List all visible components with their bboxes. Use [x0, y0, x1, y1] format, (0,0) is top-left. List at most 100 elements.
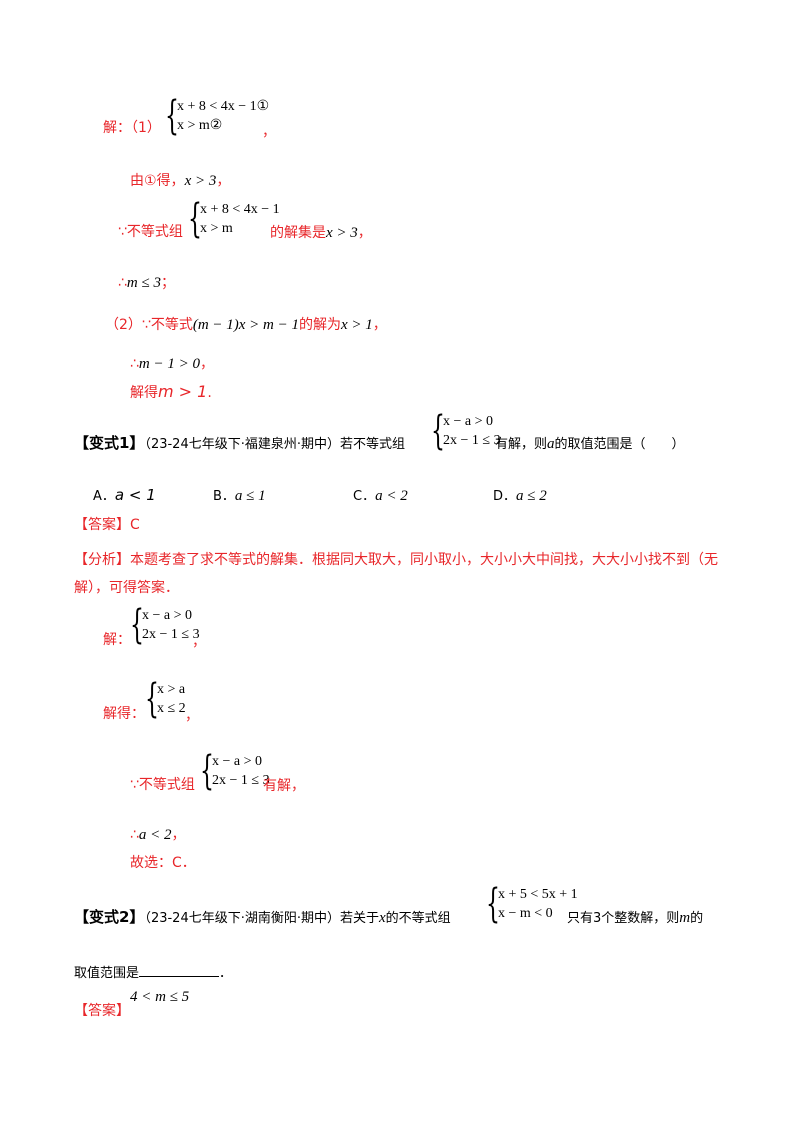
step-text: ； [161, 275, 175, 291]
step-math: m > 1 [158, 382, 208, 401]
variant-1-question-tail: 有解，则a的取值范围是（ ） [495, 433, 685, 455]
answer-blank[interactable] [139, 962, 220, 977]
solution-label: 解：（1） [103, 120, 161, 136]
system-row: x − a > 0 [142, 608, 193, 623]
part-2: （2）∵不等式(m − 1)x > m − 1的解为x > 1， [105, 314, 387, 335]
answer-math: 4 < m ≤ 5 [130, 989, 190, 1005]
system-row: x + 5 < 5x + 1 [498, 887, 578, 902]
step-2-tail: 的解集是x > 3， [270, 222, 372, 243]
step-text: 的解集是 [270, 225, 326, 241]
answer-label: 【答案】C [74, 517, 140, 533]
question-var: a [547, 436, 555, 452]
step-text: ， [216, 173, 231, 189]
system-row: x + 8 < 4x − 1 [200, 202, 280, 217]
analysis-line-1: 【分析】本题考查了求不等式的解集．根据同大取大，同小取小，大小小大中间找，大大小… [74, 552, 718, 568]
question-text: 有解，则 [495, 437, 548, 452]
brace-icon: { [486, 881, 500, 927]
system-row: x − m < 0 [498, 906, 553, 921]
option-d[interactable]: D．a ≤ 2 [493, 485, 547, 507]
because-text: ∵不等式组 [118, 224, 183, 240]
brace-icon: { [200, 748, 214, 794]
therefore-symbol: ∴ [118, 275, 127, 291]
inequality-system-1: { x + 8 < 4x − 1① x > m② [165, 93, 270, 139]
option-math: a < 1 [114, 486, 156, 504]
option-math: a < 2 [375, 488, 408, 504]
variant-2-question: 【变式2】（23-24七年级下·湖南衡阳·期中）若关于x的不等式组 [74, 907, 451, 929]
brace-icon: { [165, 93, 179, 139]
step-text: （2）∵不等式 [105, 317, 193, 333]
question-text: 取值范围是 [74, 966, 140, 981]
step-math: x > 3 [326, 225, 358, 241]
option-b[interactable]: B．a ≤ 1 [213, 485, 266, 507]
part-2-result: 解得m > 1. [130, 382, 212, 403]
option-label: B． [213, 489, 235, 504]
step-text: ， [372, 317, 387, 333]
step-text: ， [171, 827, 186, 843]
step-text: 的解为 [299, 317, 342, 333]
jiede-label: 解得： [103, 706, 145, 722]
system-row: x − a > 0 [212, 754, 263, 769]
step-math: (m − 1)x > m − 1 [192, 317, 300, 333]
because-system: { x − a > 0 2x − 1 ≤ 3 [200, 748, 270, 794]
question-text: ． [219, 966, 233, 981]
step-math: m ≤ 3 [126, 275, 161, 291]
system-row: 2x − 1 ≤ 3 [142, 627, 200, 642]
system-row: x − a > 0 [443, 414, 494, 429]
solution-label: 解： [103, 632, 131, 648]
option-label: D． [493, 489, 517, 504]
question-text: （23-24七年级下·福建泉州·期中）若不等式组 [144, 437, 405, 452]
step-1: 由①得，x > 3， [130, 170, 230, 191]
therefore-symbol: ∴ [130, 356, 139, 372]
system-row: 2x − 1 ≤ 3 [212, 773, 270, 788]
brace-icon: { [145, 676, 159, 722]
variant-2-line-2: 取值范围是 ． [74, 962, 232, 984]
step-text: 由①得， [130, 173, 185, 189]
step-math: x > 1 [341, 317, 373, 333]
variant-2-question-tail: 只有3个整数解，则m的 [567, 907, 703, 929]
system-row: x + 8 < 4x − 1① [177, 99, 270, 114]
question-var: m [679, 910, 691, 926]
system-row: x ≤ 2 [157, 701, 186, 716]
option-label: A． [93, 489, 115, 504]
brace-icon: { [431, 408, 445, 454]
variant-2-system: { x + 5 < 5x + 1 x − m < 0 [486, 881, 578, 927]
punctuation: ， [262, 124, 276, 140]
option-label: C． [353, 489, 376, 504]
system-row: 2x − 1 ≤ 3 [443, 433, 501, 448]
variant-1-system: { x − a > 0 2x − 1 ≤ 3 [431, 408, 501, 454]
variant-title: 【变式1】 [74, 434, 145, 452]
analysis-line-2: 解），可得答案． [74, 580, 179, 596]
punctuation: ， [185, 708, 199, 724]
because-text: ∵不等式组 [130, 777, 195, 793]
variant-title: 【变式2】 [74, 908, 145, 926]
step-math: m − 1 > 0 [138, 356, 200, 372]
therefore-symbol: ∴ [130, 827, 139, 843]
brace-icon: { [188, 196, 202, 242]
question-text: 的取值范围是（ ） [554, 437, 685, 452]
option-math: a ≤ 2 [516, 488, 547, 504]
step-math: x > 3 [184, 173, 217, 189]
option-math: a ≤ 1 [234, 488, 266, 504]
punctuation: ， [192, 634, 206, 650]
jiede-system: { x > a x ≤ 2 [145, 676, 186, 722]
option-a[interactable]: A．a < 1 [93, 485, 156, 507]
option-c[interactable]: C．a < 2 [353, 485, 408, 507]
therefore-line: ∴a < 2， [130, 824, 186, 845]
inequality-system-2: { x + 8 < 4x − 1 x > m [188, 196, 280, 242]
question-text: 只有3个整数解，则 [567, 911, 680, 926]
step-math: a < 2 [138, 827, 172, 843]
choose-line: 故选：C． [130, 855, 196, 871]
step-3: ∴m ≤ 3； [118, 272, 175, 293]
brace-icon: { [130, 602, 144, 648]
system-row: x > m [200, 221, 233, 236]
step-text: ， [357, 225, 372, 241]
question-var: x [378, 910, 386, 926]
step-text: . [207, 385, 212, 401]
step-text: 解得 [130, 385, 158, 401]
answer-label: 【答案】 [74, 1003, 130, 1019]
step-text: ， [200, 356, 214, 372]
because-end: 有解， [263, 778, 305, 794]
solution-system: { x − a > 0 2x − 1 ≤ 3 [130, 602, 200, 648]
part-2-step: ∴m − 1 > 0， [130, 353, 214, 374]
question-text: （23-24七年级下·湖南衡阳·期中）若关于 [144, 911, 379, 926]
